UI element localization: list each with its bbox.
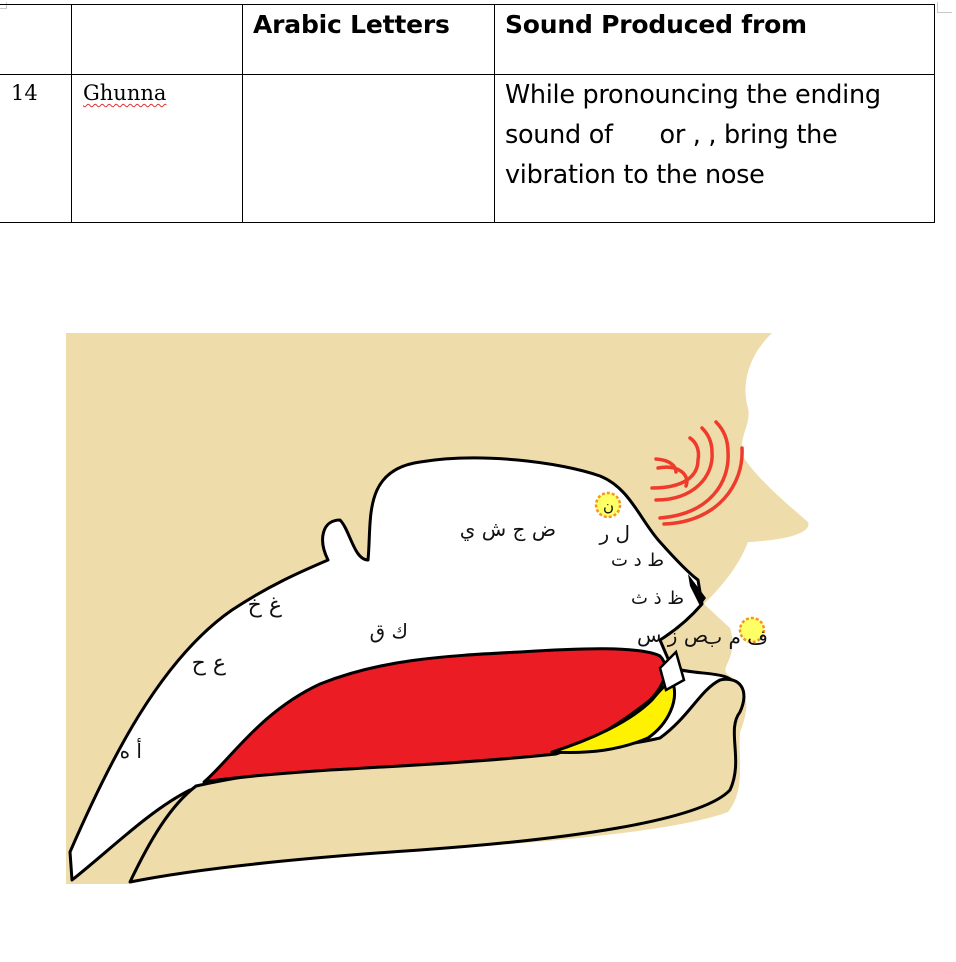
row-description: While pronouncing the ending sound of or… [505,80,889,190]
label-dad-jeem-sheen-ya: ض ج ش ي [460,517,556,542]
row-number: 14 [11,81,38,105]
label-ta-dal-ta: ط د ت [611,550,664,571]
header-arabic-letters: Arabic Letters [253,10,450,39]
row-arabic-letters-cell [242,74,495,223]
table-header-row: Arabic Letters Sound Produced from [0,4,935,75]
header-cell-arabic-letters: Arabic Letters [242,4,495,75]
label-fa-meem-ba: ف م ب [703,625,768,649]
label-noon: ن [603,497,614,515]
row-number-cell: 14 [0,74,72,223]
header-cell-name [71,4,243,75]
meem-highlight-icon [738,616,766,644]
noon-highlight-icon [594,491,622,519]
row-description-cell: While pronouncing the ending sound of or… [494,74,935,223]
row-name-cell: Ghunna [71,74,243,223]
header-cell-sound-produced: Sound Produced from [494,4,935,75]
header-sound-produced: Sound Produced from [505,10,807,39]
crop-mark-top-right [937,2,952,13]
lower-tooth [658,649,686,692]
label-alif-ha: أ ه [120,738,142,763]
upper-teeth [688,574,706,606]
label-sad-zay-seen: ص ز س [637,623,708,647]
pronunciation-table: Arabic Letters Sound Produced from 14 Gh… [0,4,935,223]
label-lam-ra: ل ر [598,521,630,545]
label-qaf-kaf: ك ق [370,619,408,643]
table-row: 14 Ghunna While pronouncing the ending s… [0,74,935,223]
label-ghain-kha: غ خ [248,593,282,618]
row-name-ghunna: Ghunna [83,81,167,105]
label-zha-dhal-tha: ظ ذ ث [631,588,684,609]
vibration-waves [650,420,744,526]
label-ain-ha: ع ح [192,651,226,676]
